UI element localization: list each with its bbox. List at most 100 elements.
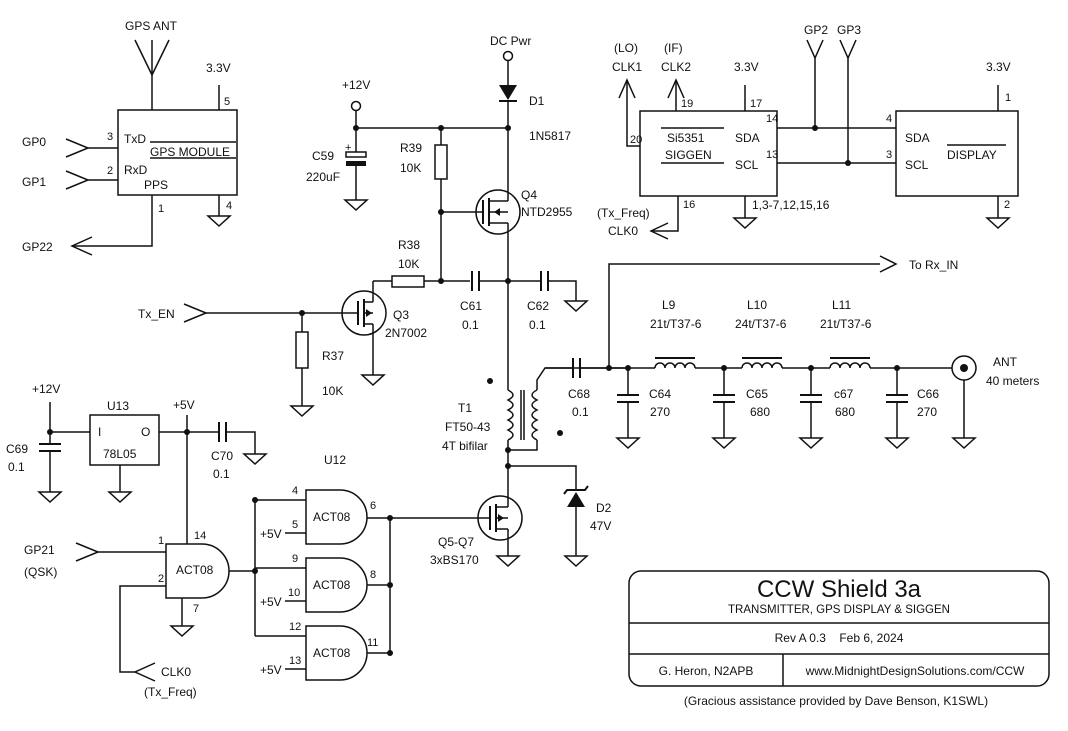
resistor-r37-icon — [295, 331, 309, 369]
zener-d2-icon — [563, 485, 589, 507]
pin-label: 12 — [289, 621, 301, 633]
d2-value-label: 47V — [590, 519, 611, 533]
pin-label: 5 — [292, 519, 298, 531]
c62-value-label: 0.1 — [529, 318, 546, 332]
ground-icon — [986, 209, 1010, 229]
si-scl-label: SCL — [735, 158, 759, 172]
q3-part-label: 2N7002 — [385, 326, 427, 340]
l10-value-label: 24t/T37-6 — [735, 317, 787, 331]
pin-label: 11 — [367, 637, 378, 649]
c61-label: C61 — [460, 299, 482, 313]
logic-section: U12 ACT08 GP21 (QSK) 1 14 2 CLK0 (Tx_Fre… — [24, 453, 393, 699]
r39-label: R39 — [400, 141, 422, 155]
pin-label: 14 — [194, 530, 206, 542]
pin-label: 4 — [226, 200, 232, 212]
txen-label: Tx_EN — [138, 307, 175, 321]
gps-module-name: GPS MODULE — [150, 145, 230, 159]
to-rx-label: To Rx_IN — [909, 258, 958, 272]
reg-output-label: O — [141, 425, 150, 439]
pin-label: 16 — [683, 199, 695, 211]
d2-label: D2 — [596, 501, 612, 515]
c70-value-label: 0.1 — [213, 467, 230, 481]
mosfet-q5-icon — [477, 495, 523, 548]
c65-label: C65 — [746, 387, 768, 401]
ground-icon — [733, 209, 757, 229]
title-sub: TRANSMITTER, GPS DISPLAY & SIGGEN — [728, 604, 950, 616]
si-vcc-label: 3.3V — [734, 60, 759, 74]
qsk-label: (QSK) — [24, 565, 57, 579]
clk1-label: CLK1 — [612, 60, 642, 74]
gps-module: GPS ANT TxD RxD PPS GPS MODULE 3.3V 5 3 … — [22, 19, 238, 256]
d1-part-label: 1N5817 — [529, 129, 571, 143]
pps-label: PPS — [144, 178, 168, 192]
title-url[interactable]: www.MidnightDesignSolutions.com/CCW — [805, 664, 1025, 678]
q5-label: Q5-Q7 — [438, 535, 474, 549]
siggen-section: Si5351 SIGGEN SDA SCL (LO) CLK1 20 (IF) … — [597, 23, 896, 240]
transformer-t1: T1 FT50-43 4T bifilar — [442, 367, 625, 502]
logic-txfreq-label: (Tx_Freq) — [144, 685, 197, 699]
mosfet-q4-icon — [441, 128, 521, 281]
pin-label: 1 — [158, 203, 164, 215]
c69-label: C69 — [6, 442, 28, 456]
q4-label: Q4 — [521, 188, 537, 202]
c65-value-label: 680 — [750, 405, 770, 419]
mosfet-q3-icon — [341, 281, 387, 367]
txfreq-label: (Tx_Freq) — [597, 206, 650, 220]
title-block: CCW Shield 3a TRANSMITTER, GPS DISPLAY &… — [628, 570, 1050, 708]
c64-label: C64 — [649, 387, 671, 401]
gp21-arrow-icon — [75, 542, 99, 562]
pin-label: 6 — [370, 500, 376, 512]
pin-label: 4 — [886, 113, 892, 125]
gp22-label: GP22 — [22, 240, 53, 254]
si5351-label: Si5351 — [667, 131, 705, 145]
disp-scl-label: SCL — [905, 158, 929, 172]
c59-label: C59 — [312, 149, 334, 163]
lowpass-filter: C68 0.1 To Rx_IN L9 21t/T37-6 L10 24t/T3… — [545, 255, 1039, 449]
c68-label: C68 — [568, 387, 590, 401]
antenna-connector-icon — [951, 355, 977, 430]
l11-label: L11 — [832, 298, 851, 312]
display-section: SDA SCL DISPLAY 4 3 3.3V 1 2 — [886, 60, 1019, 229]
display-name: DISPLAY — [947, 148, 997, 162]
gp21-label: GP21 — [24, 543, 55, 557]
pin-label: 13 — [289, 655, 301, 667]
ground-icon — [564, 292, 588, 312]
clk0-label: CLK0 — [608, 224, 638, 238]
capacitor-c59-icon: + — [345, 142, 367, 166]
u13-label: U13 — [107, 399, 129, 413]
ground-icon — [885, 429, 909, 449]
title-rev: Rev A 0.3 Feb 6, 2024 — [775, 631, 904, 645]
ground-icon — [712, 429, 736, 449]
c69-value-label: 0.1 — [8, 460, 25, 474]
q4-part-label: NTD2955 — [521, 205, 573, 219]
if-label: (IF) — [664, 41, 683, 55]
u12-label: U12 — [324, 453, 346, 467]
ant-band-label: 40 meters — [986, 374, 1039, 388]
gp1-label: GP1 — [22, 175, 46, 189]
t1-label: T1 — [458, 401, 472, 415]
gp2-label: GP2 — [804, 23, 828, 37]
l10-label: L10 — [747, 298, 767, 312]
ground-icon — [38, 483, 62, 503]
r38-label: R38 — [398, 238, 420, 252]
pin-label: 4 — [292, 485, 298, 497]
v12-terminal — [350, 100, 362, 112]
dc-pwr-label: DC Pwr — [490, 34, 531, 48]
clk2-label: CLK2 — [661, 60, 691, 74]
display-box — [895, 110, 1019, 197]
resistor-r39-icon — [434, 144, 448, 180]
gate-label: ACT08 — [313, 578, 351, 592]
si-ground-pins-label: 1,3-7,12,15,16 — [752, 198, 830, 212]
c66-label: C66 — [917, 387, 939, 401]
pin-label: 2 — [107, 165, 113, 177]
regulator-u13-box — [89, 414, 160, 466]
ground-icon — [243, 445, 267, 465]
ground-icon — [344, 191, 368, 211]
c62-label: C62 — [527, 299, 549, 313]
gps-antenna-icon — [134, 39, 170, 110]
capacitor-c61-icon — [471, 271, 480, 291]
txen-arrow-icon — [183, 303, 207, 323]
c66-value-label: 270 — [917, 405, 937, 419]
pin-label: 19 — [681, 98, 693, 110]
